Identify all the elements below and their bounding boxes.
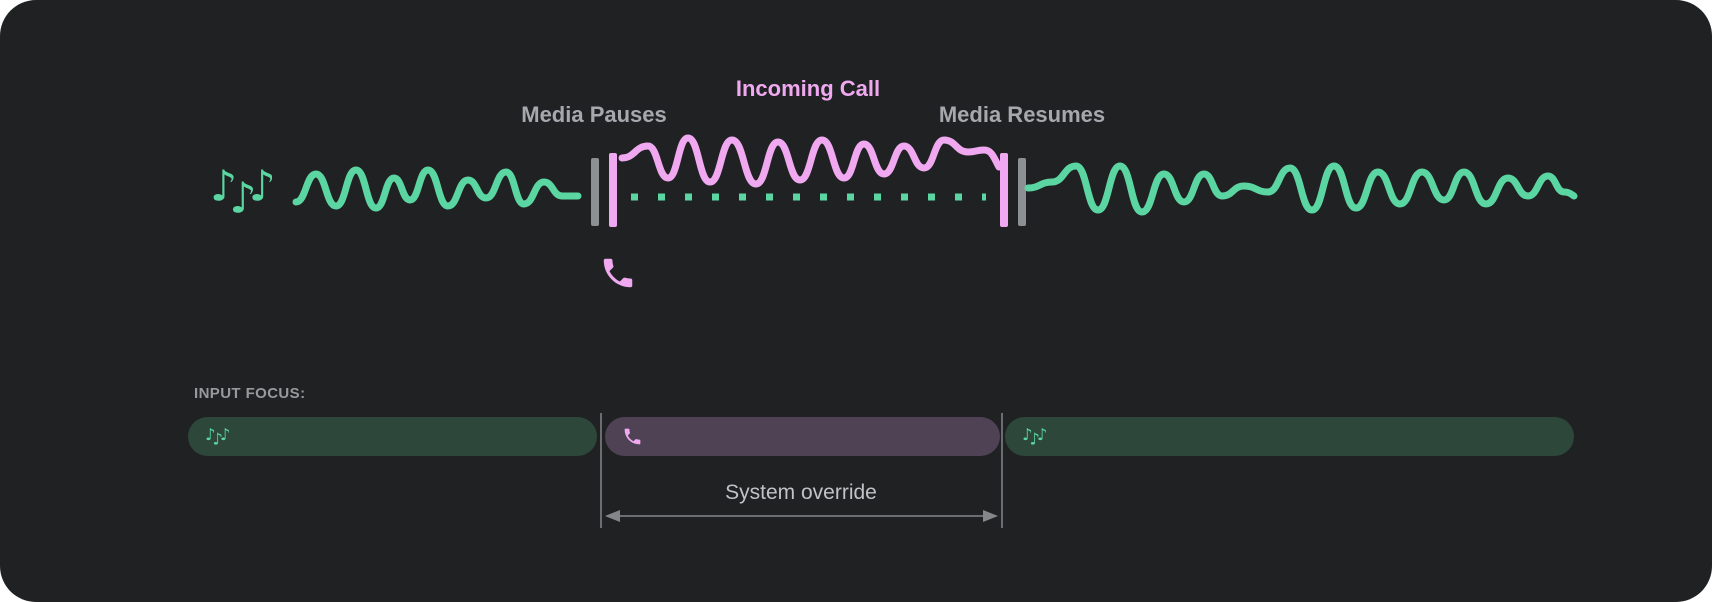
phone-icon bbox=[622, 426, 643, 447]
music-notes-icon bbox=[1022, 425, 1046, 448]
media-pauses-label: Media Pauses bbox=[521, 102, 667, 127]
music-notes-icon bbox=[210, 162, 272, 222]
focus-segment-call bbox=[605, 417, 1000, 456]
call-end-marker bbox=[1000, 153, 1008, 227]
arrow-right-head-icon bbox=[983, 510, 998, 522]
call-start-marker bbox=[609, 153, 617, 227]
incoming-call-label: Incoming Call bbox=[735, 76, 881, 101]
focus-segment-media-before bbox=[188, 417, 597, 456]
media-resumes-label: Media Resumes bbox=[938, 102, 1106, 127]
media-resume-marker bbox=[1018, 158, 1026, 226]
phone-icon bbox=[603, 258, 633, 288]
music-notes-icon bbox=[205, 425, 229, 448]
input-focus-heading: INPUT FOCUS: bbox=[194, 385, 306, 402]
media-waveform-after bbox=[1024, 162, 1578, 216]
media-waveform-before bbox=[292, 166, 582, 212]
media-pause-marker bbox=[591, 158, 599, 226]
system-override-label: System override bbox=[725, 481, 877, 504]
call-waveform bbox=[618, 134, 1003, 188]
arrow-left-head-icon bbox=[605, 510, 620, 522]
focus-segment-media-after bbox=[1005, 417, 1574, 456]
